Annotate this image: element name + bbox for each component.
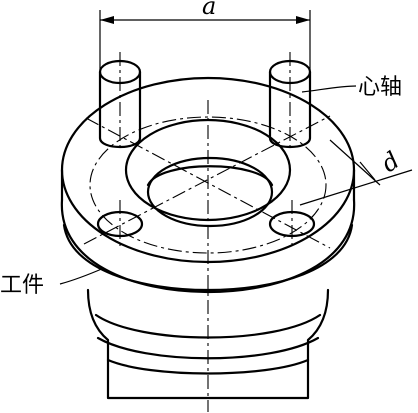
mandrel-callout: 心轴	[301, 75, 402, 100]
dimension-a: a	[99, 0, 311, 70]
bolt-circle	[89, 116, 327, 254]
mandrel-label: 心轴	[358, 75, 402, 100]
dimension-a-label: a	[202, 0, 216, 20]
workpiece-label: 工件	[0, 273, 44, 298]
workpiece-callout: 工件	[0, 267, 105, 298]
centerlines	[83, 52, 331, 412]
flange-holes	[96, 210, 316, 238]
workpiece-flange	[60, 198, 356, 294]
dimension-d: d	[299, 139, 413, 206]
